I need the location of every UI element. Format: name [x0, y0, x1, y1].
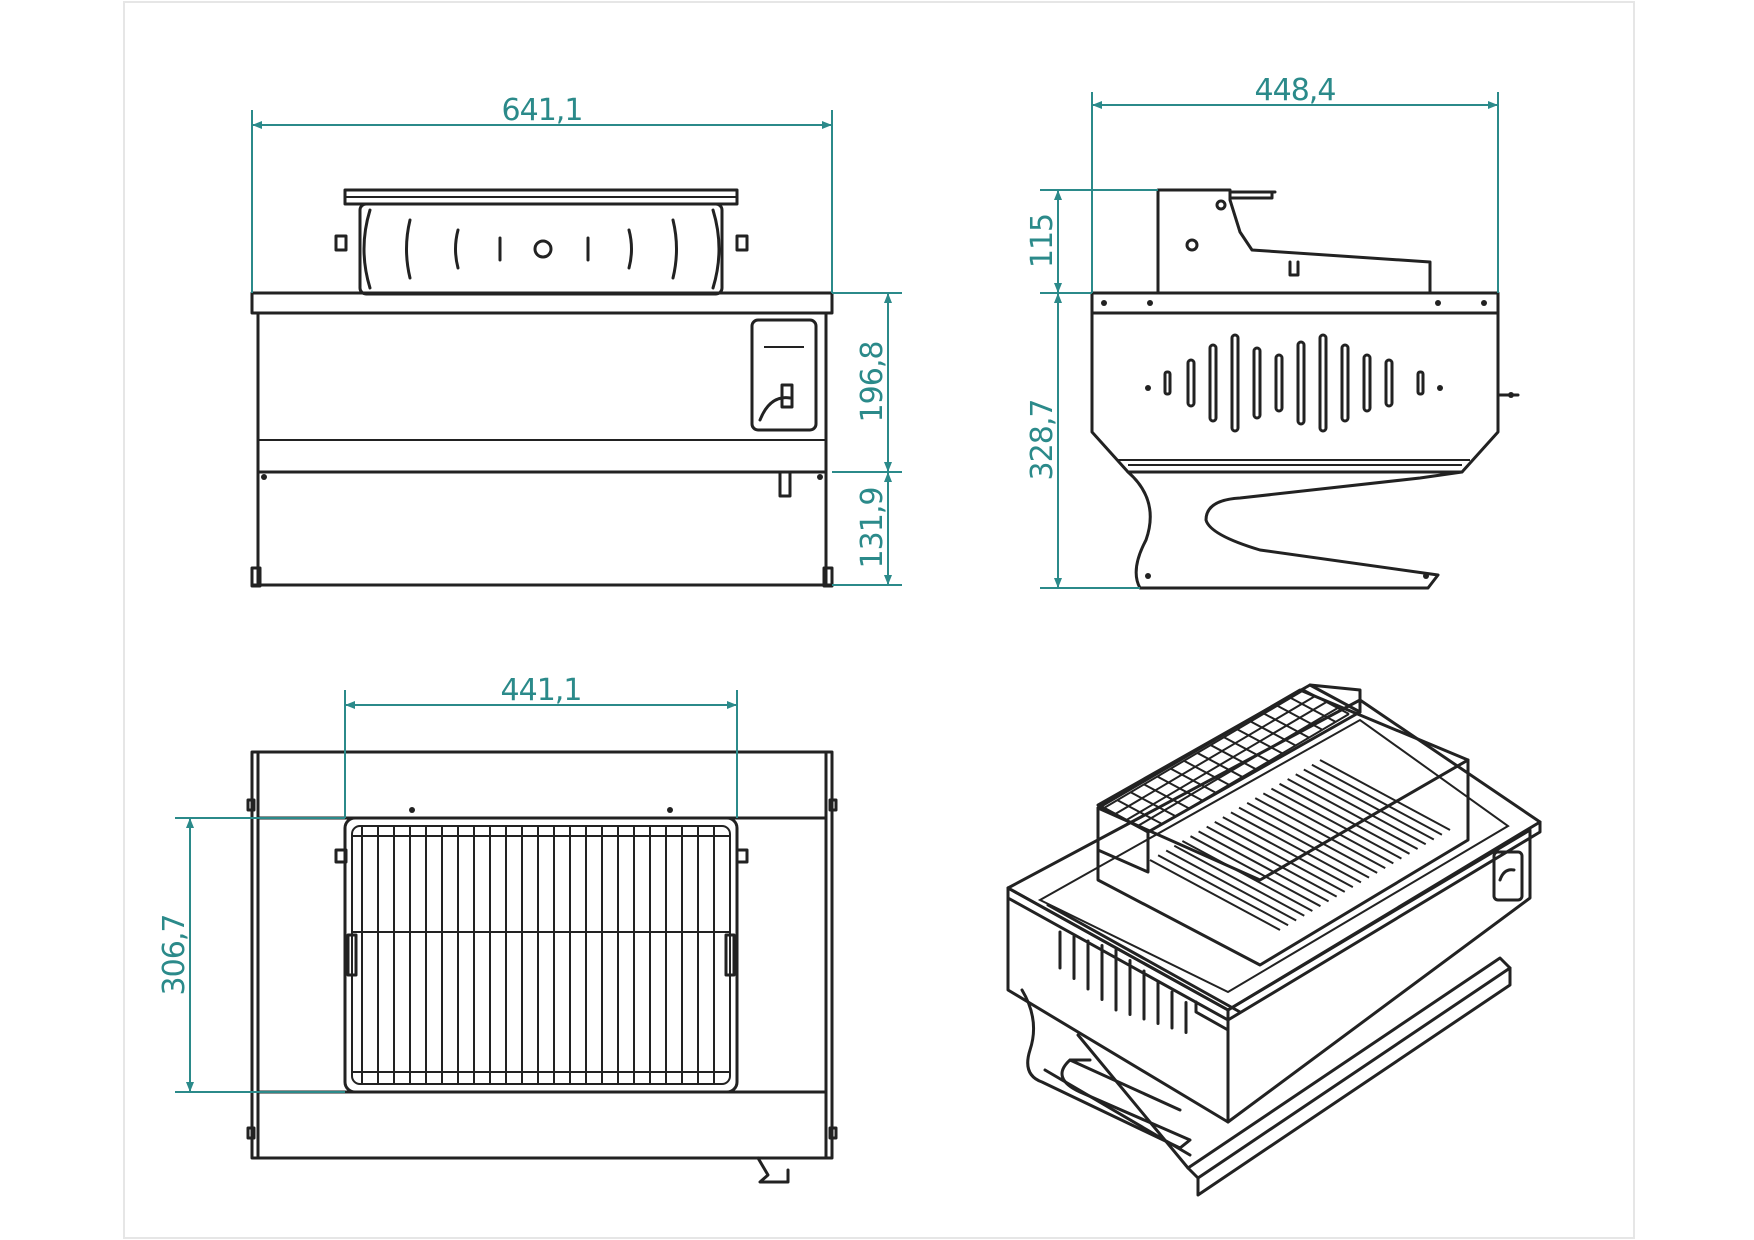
front-body-rim — [250, 291, 834, 315]
grate-bar — [1157, 854, 1289, 927]
top-grill-frame — [343, 816, 739, 1094]
grate-bar — [1246, 801, 1378, 874]
front-view — [250, 188, 834, 588]
front-dimensions: 641,1 196,8 131,9 — [251, 93, 902, 586]
upper-grate-rail — [1137, 707, 1339, 827]
upper-grate-rail — [1114, 695, 1316, 815]
grate-bar — [1279, 782, 1410, 855]
grate-bar — [1238, 806, 1370, 879]
grate-bar — [1262, 792, 1394, 865]
iso-leg — [1020, 988, 1192, 1150]
iso-control-panel — [1492, 850, 1524, 902]
grate-bar — [1222, 816, 1354, 889]
side-body-rim — [1090, 291, 1500, 315]
grate-bar — [1295, 773, 1427, 846]
grate-bar — [1165, 849, 1297, 922]
dim-front-body-height: 196,8 — [855, 342, 890, 423]
side-leg — [1126, 470, 1464, 590]
dim-top-grill-width: 441,1 — [501, 673, 582, 708]
grate-bar — [1206, 825, 1338, 898]
grate-bar — [1303, 768, 1435, 841]
side-body — [1090, 311, 1500, 474]
front-body — [256, 311, 828, 474]
grate-bar — [1287, 778, 1419, 850]
dim-top-grill-depth: 306,7 — [157, 915, 192, 996]
top-dimensions: 441,1 306,7 — [157, 673, 738, 1093]
grate-bar — [1181, 840, 1313, 912]
control-panel — [750, 318, 818, 432]
dim-side-depth: 448,4 — [1255, 73, 1336, 108]
upper-grate-rail — [1103, 689, 1305, 809]
front-grill — [334, 188, 749, 296]
iso-grill-grate — [1149, 759, 1451, 931]
dim-front-width: 641,1 — [502, 93, 583, 128]
grate-bar — [1254, 797, 1386, 869]
grate-bar — [1214, 821, 1346, 893]
top-grill-bars — [361, 826, 715, 1084]
grate-bar — [1149, 859, 1281, 931]
top-outer-frame — [250, 750, 834, 1160]
grate-bar — [1311, 763, 1443, 836]
side-dimensions: 448,4 115 328,7 — [1025, 73, 1499, 589]
top-view — [246, 750, 838, 1184]
dim-side-grill-height: 115 — [1025, 214, 1060, 268]
upper-grate-rail — [1148, 713, 1350, 833]
isometric-view — [1006, 683, 1542, 1197]
iso-grill-box — [1096, 758, 1470, 967]
dim-side-body-height: 328,7 — [1025, 400, 1060, 481]
upper-grate-rail — [1125, 701, 1328, 821]
sheet-border — [123, 1, 1635, 1239]
front-stand — [256, 470, 828, 587]
grate-bar — [1190, 835, 1321, 908]
grate-bar — [1319, 759, 1451, 831]
dim-front-leg-height: 131,9 — [855, 488, 890, 569]
iso-vent-slots — [1058, 930, 1188, 1034]
grate-bar — [1173, 844, 1305, 917]
grate-bar — [1270, 787, 1402, 860]
grate-bar — [1198, 830, 1330, 903]
side-vent-slots — [1145, 333, 1443, 433]
grate-bar — [1230, 811, 1362, 884]
side-view — [1090, 188, 1520, 590]
side-grill-bracket — [1156, 188, 1432, 295]
iso-base-frame — [1186, 956, 1512, 1180]
